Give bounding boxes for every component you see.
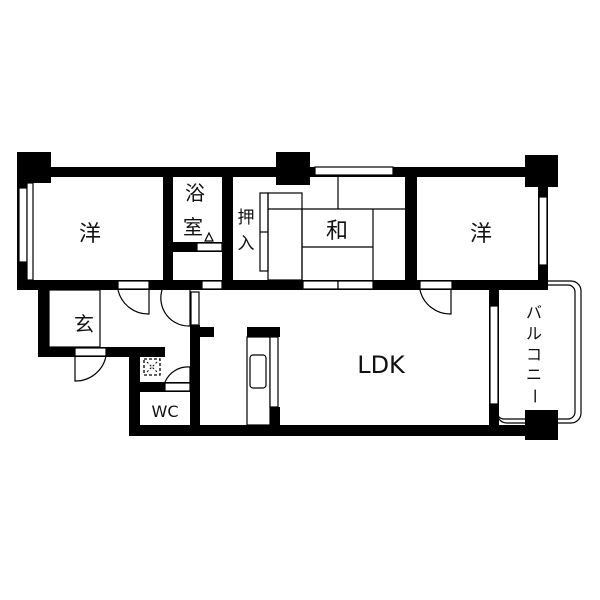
wc-door[interactable] xyxy=(164,366,191,383)
western-right-door[interactable] xyxy=(419,289,452,315)
kitchen-counter xyxy=(246,327,280,426)
room-label-balcony: バ ル コ ニ ー xyxy=(525,303,544,404)
svg-text:ル: ル xyxy=(526,324,542,343)
room-label-ldk: LDK xyxy=(357,351,406,379)
corner-column xyxy=(525,410,558,440)
room-label-entrance: 玄 xyxy=(74,312,94,336)
room-label-bath: 浴 xyxy=(185,181,205,205)
window-left xyxy=(18,187,28,263)
laundry-icon xyxy=(143,358,161,376)
corner-column xyxy=(276,152,310,185)
window-balcony[interactable] xyxy=(489,305,499,405)
room-label-western-left: 洋 xyxy=(79,222,101,247)
sink-icon xyxy=(249,354,267,389)
room-label-bath: 室 xyxy=(183,215,203,239)
room-label-wc: WC xyxy=(152,402,179,421)
room-label-closet: 入 xyxy=(238,234,255,254)
svg-text:ニ: ニ xyxy=(526,365,542,384)
entrance-door[interactable] xyxy=(74,355,107,382)
wall-middle xyxy=(17,280,548,290)
svg-text:コ: コ xyxy=(526,345,542,364)
window-japanese-top xyxy=(314,166,394,176)
svg-text:ー: ー xyxy=(525,388,544,404)
svg-text:バ: バ xyxy=(526,303,542,322)
bath-door[interactable] xyxy=(160,289,191,327)
window-right xyxy=(538,196,548,266)
sliding-door-japanese[interactable] xyxy=(302,280,339,290)
room-label-western-right: 洋 xyxy=(470,222,492,247)
room-label-japanese: 和 xyxy=(326,219,348,244)
bath-mark-icon xyxy=(204,231,214,242)
western-left-door[interactable] xyxy=(117,289,150,315)
room-label-closet: 押 xyxy=(238,208,255,228)
wall-bottom xyxy=(129,425,548,436)
tatami-lines xyxy=(267,177,405,281)
